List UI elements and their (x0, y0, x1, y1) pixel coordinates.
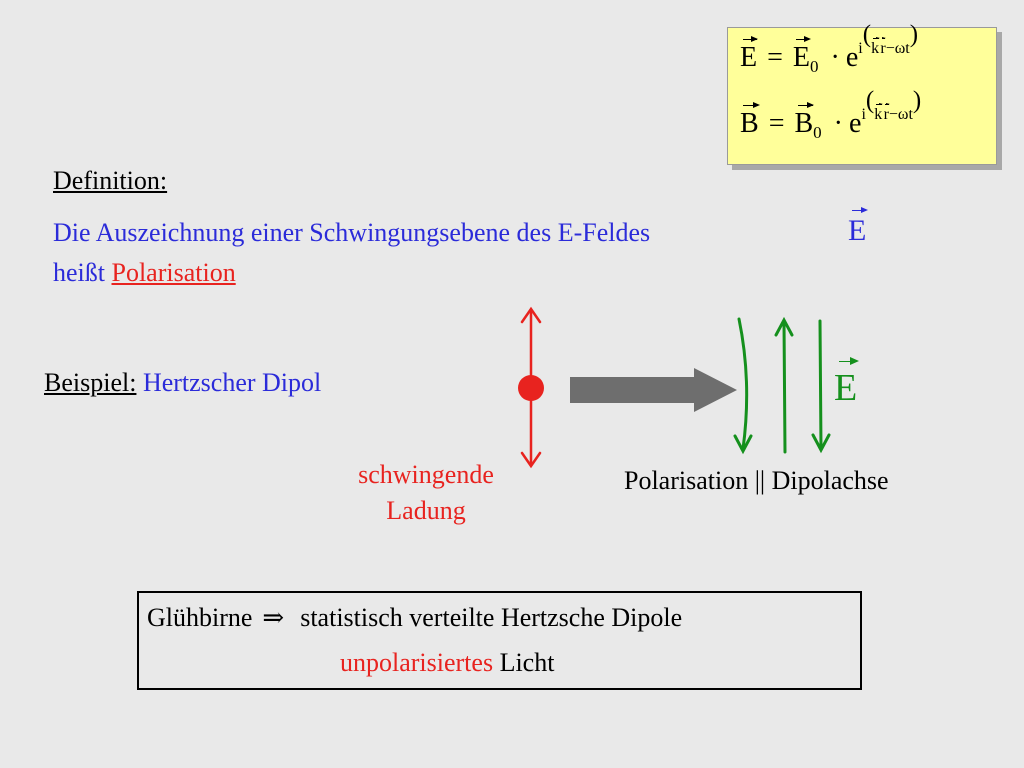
example-name: Hertzscher Dipol (142, 368, 322, 397)
r-vector-symbol: r (880, 36, 887, 58)
polarisation-label: Polarisation || Dipolachse (624, 466, 889, 495)
unpolarized-term: unpolarisiertes (340, 648, 494, 677)
definition-prefix: heißt (53, 258, 105, 287)
field-line-down-left (737, 317, 749, 451)
charge-dot (518, 375, 544, 401)
definition-heading: Definition: (53, 166, 168, 195)
exp-base: e (849, 108, 862, 139)
light-term: Licht (499, 648, 555, 677)
e-vector-symbol: E (740, 35, 759, 73)
definition-text-line1: Die Auszeichnung einer Schwingungsebene … (53, 218, 651, 247)
multiply-dot: · (830, 42, 840, 73)
example-label: Beispiel: Hertzscher Dipol (44, 368, 321, 398)
b0-vector-symbol: B (794, 101, 814, 139)
b-vector-symbol: B (740, 101, 760, 139)
k-vector-symbol: k (871, 36, 880, 58)
k-vector-symbol: k (874, 102, 883, 124)
field-line-up (782, 320, 787, 454)
bulb-subject: Glühbirne (147, 603, 253, 632)
bulb-statement-box (137, 591, 862, 690)
definition-e-vector: E (848, 207, 868, 247)
exp-base: e (845, 42, 859, 73)
wave-e-vector: E (834, 357, 859, 409)
implies-arrow-icon: ⇒ (262, 603, 285, 632)
definition-text-line2: heißt Polarisation (53, 258, 236, 288)
e0-vector-symbol: E (792, 35, 812, 73)
exponent: i(k r−ωt) (858, 20, 919, 58)
example-heading: Beispiel: (44, 368, 137, 397)
bulb-statement: statistisch verteilte Hertzsche Dipole (300, 603, 683, 632)
bulb-statement-line1: Glühbirne ⇒ statistisch verteilte Hertzsch… (147, 603, 682, 633)
subscript-zero: 0 (813, 122, 822, 142)
multiply-dot: · (833, 108, 843, 139)
propagation-arrow (570, 368, 737, 412)
bulb-statement-line2: unpolarisiertes Licht (340, 648, 554, 678)
equals-sign: = (768, 108, 785, 139)
definition-term: Polarisation (111, 258, 236, 287)
charge-label: schwingende Ladung (358, 460, 494, 525)
field-line-down-right (818, 319, 823, 450)
exponent: i(k r−ωt) (861, 86, 922, 124)
field-lines (733, 316, 831, 455)
equals-sign: = (767, 42, 783, 73)
subscript-zero: 0 (810, 56, 819, 76)
r-vector-symbol: r (883, 102, 890, 124)
